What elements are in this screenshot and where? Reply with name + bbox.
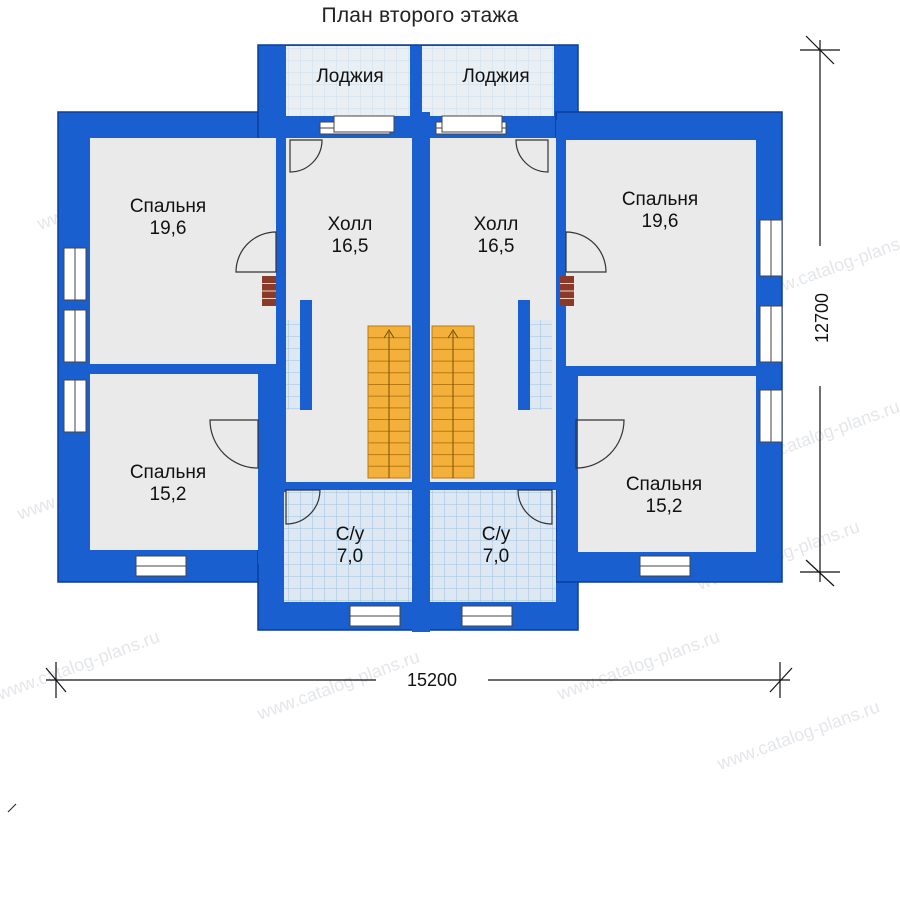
door-swing <box>289 139 323 173</box>
door-swing <box>209 419 259 469</box>
room-name-bedroom-se: Спальня <box>626 474 702 495</box>
loggia-left-railing <box>286 46 410 116</box>
room-name-hall-left: Холл <box>328 214 373 235</box>
watermark-text: www.catalog-plans.ru <box>254 646 423 724</box>
room-area-bedroom-se: 15,2 <box>646 496 683 517</box>
room-area-bedroom-nw: 19,6 <box>150 218 187 239</box>
partition-wall <box>276 112 286 492</box>
partition-wall <box>412 112 430 632</box>
room-name-bathroom-right: С/у <box>482 524 511 545</box>
bedroom-ne-floor <box>566 140 756 366</box>
room-name-bedroom-sw: Спальня <box>130 462 206 483</box>
stair-arrow <box>383 329 395 339</box>
room-name-bedroom-ne: Спальня <box>622 189 698 210</box>
watermark-text: www.catalog-plans.ru <box>0 626 162 704</box>
room-area-bathroom-left: 7,0 <box>337 546 363 567</box>
watermark-text: www.catalog-plans.ru <box>714 696 883 774</box>
loggia-door <box>441 115 503 133</box>
partition-wall <box>430 482 556 490</box>
bathroom-right-floor <box>430 490 556 602</box>
dimension-depth-label: 12700 <box>812 293 832 343</box>
door-swing <box>517 489 553 525</box>
room-name-loggia-left: Лоджия <box>316 66 383 87</box>
door-swing <box>235 231 277 273</box>
dimension-tick <box>805 559 835 587</box>
partition-wall <box>90 364 276 374</box>
room-name-loggia-right: Лоджия <box>462 66 529 87</box>
watermark-text: www.catalog-plans.ru <box>554 626 723 704</box>
partition-wall <box>284 482 412 490</box>
door-swing <box>565 231 607 273</box>
door-swing <box>285 489 321 525</box>
partition-wall <box>258 364 278 564</box>
door-swing <box>515 139 549 173</box>
room-area-hall-right: 16,5 <box>478 236 515 257</box>
bedroom-sw-floor <box>90 374 258 550</box>
door-swing <box>575 419 625 469</box>
room-area-bedroom-sw: 15,2 <box>150 484 187 505</box>
bedroom-se-floor <box>578 374 756 552</box>
partition-wall <box>300 300 312 410</box>
bedroom-nw-floor <box>90 138 276 364</box>
dimension-tick <box>45 667 67 693</box>
stray-mark <box>7 803 17 813</box>
dimension-tick <box>805 35 835 65</box>
dimension-width-label: 15200 <box>407 670 457 690</box>
dimension-tick <box>769 667 793 693</box>
loggia-door <box>333 115 395 133</box>
room-area-hall-left: 16,5 <box>332 236 369 257</box>
partition-wall <box>566 366 756 376</box>
plan-title: План второго этажа <box>321 4 519 27</box>
room-area-bathroom-right: 7,0 <box>483 546 509 567</box>
partition-wall <box>518 300 530 410</box>
room-name-bathroom-left: С/у <box>336 524 365 545</box>
loggia-right-railing <box>422 46 554 116</box>
room-name-hall-right: Холл <box>474 214 519 235</box>
stair-arrow <box>447 329 459 339</box>
bathroom-left-floor <box>284 490 412 602</box>
room-name-bedroom-nw: Спальня <box>130 196 206 217</box>
room-area-bedroom-ne: 19,6 <box>642 211 679 232</box>
